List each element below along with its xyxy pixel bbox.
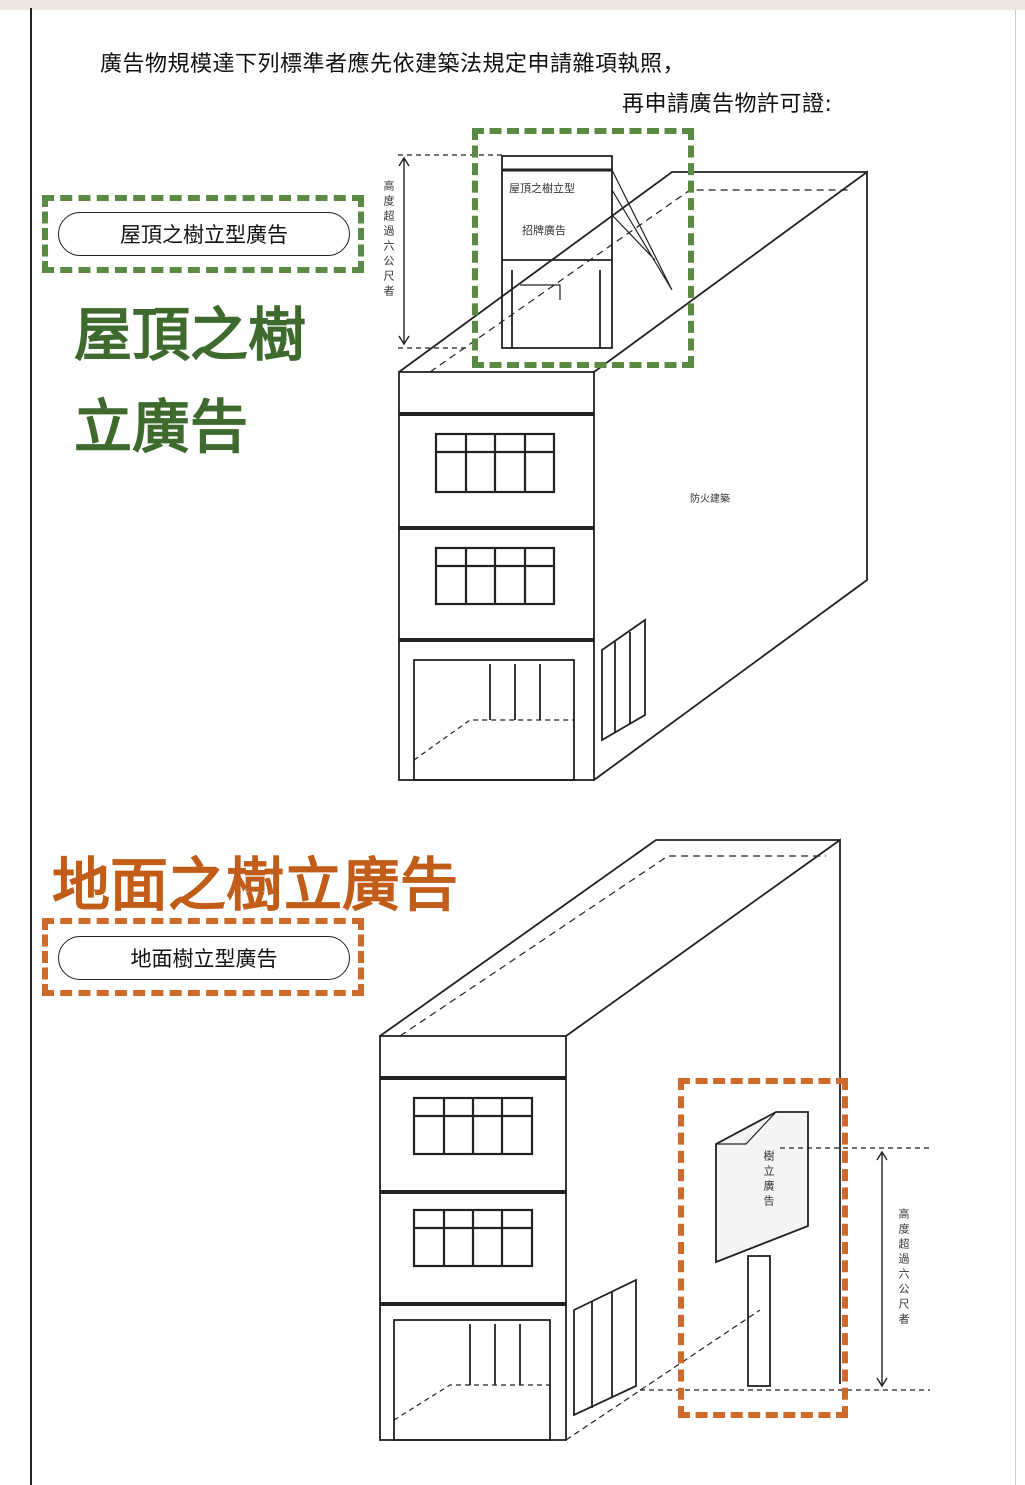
ground-pill-highlight xyxy=(42,918,364,996)
left-border xyxy=(30,8,32,1485)
ground-ad-pill: 地面樹立型廣告 xyxy=(58,936,350,980)
roof-title-line-2: 立廣告 xyxy=(74,393,249,461)
building-top-roof-outline xyxy=(398,171,867,373)
windows-floor-2 xyxy=(434,546,556,606)
ground-sign-label: 樹立廣告 xyxy=(762,1150,775,1210)
side-wall-label: 防火建築 xyxy=(690,494,730,505)
ground-floor-bottom xyxy=(393,1278,637,1441)
roof-sign-highlight xyxy=(472,128,694,368)
windows-b-floor-3 xyxy=(412,1096,534,1156)
building-top-side-wall xyxy=(593,170,868,781)
top-band xyxy=(0,0,1025,10)
roof-height-note: 高度超過六公尺者 xyxy=(382,180,395,300)
building-top xyxy=(398,154,868,781)
ground-sign-highlight xyxy=(678,1078,848,1418)
ground-height-dimension xyxy=(640,1147,930,1391)
roof-sign-label-bottom: 招牌廣告 xyxy=(522,224,566,237)
roof-sign-drawing xyxy=(501,155,673,349)
roof-ad-pill: 屋頂之樹立型廣告 xyxy=(58,212,350,256)
windows-b-floor-2 xyxy=(412,1208,534,1268)
ground-floor-top xyxy=(413,618,646,781)
building-bottom-roof-outline xyxy=(379,839,840,1037)
ground-sign-drawing xyxy=(715,1111,809,1387)
building-bottom-parapet xyxy=(399,855,826,1037)
roof-title-line-1: 屋頂之樹 xyxy=(74,301,307,369)
right-border xyxy=(1015,10,1016,1485)
roof-height-dimension xyxy=(398,154,502,349)
roof-pill-highlight xyxy=(42,195,364,273)
roof-sign-label-top: 屋頂之樹立型 xyxy=(509,182,575,195)
ground-height-note: 高度超過六公尺者 xyxy=(897,1208,910,1328)
ground-title: 地面之樹立廣告 xyxy=(52,851,459,919)
header-line-1: 廣告物規模達下列標準者應先依建築法規定申請雜項執照， xyxy=(100,52,686,77)
building-bottom xyxy=(379,838,930,1441)
header-line-2: 再申請廣告物許可證: xyxy=(622,92,833,117)
windows-floor-3 xyxy=(434,432,556,494)
